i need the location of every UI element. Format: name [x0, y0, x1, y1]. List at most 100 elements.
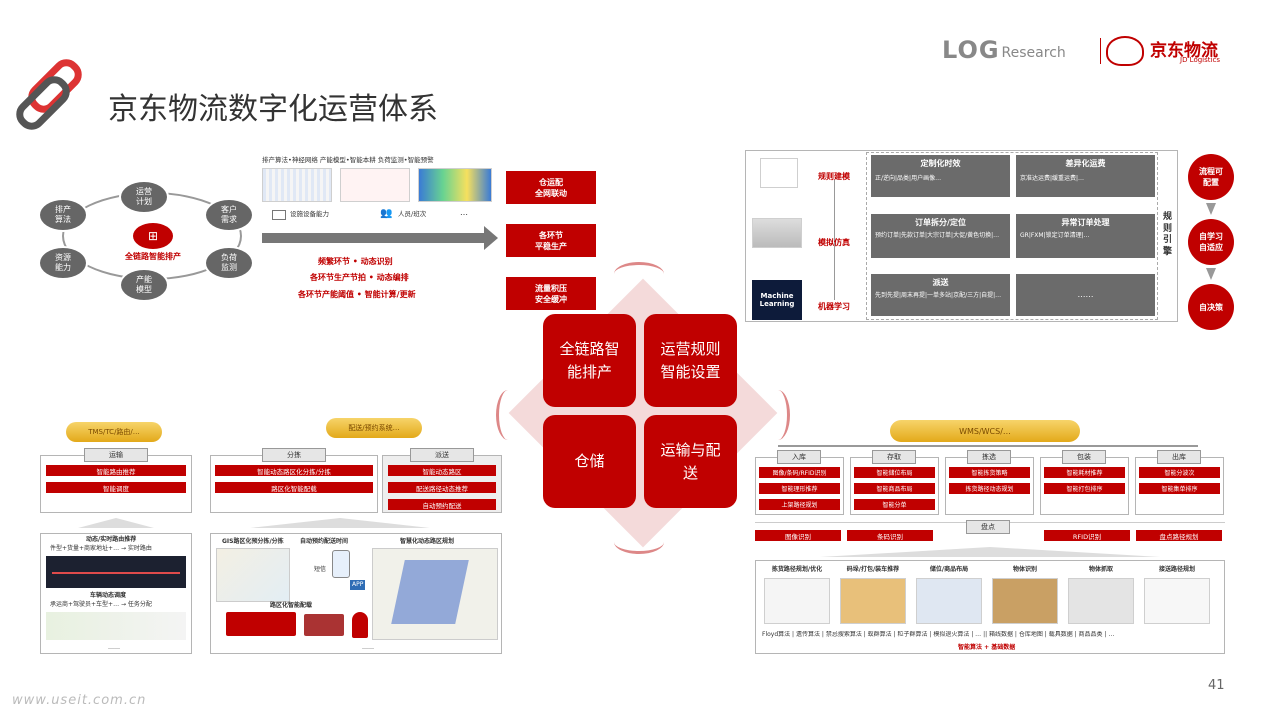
people-icon: 👥: [380, 208, 393, 219]
network-icon: ⊞: [133, 222, 173, 249]
map2-title: 车辆动态调度: [90, 592, 127, 599]
wh-col-item: 智能打包排序: [1044, 483, 1125, 494]
node-algorithm: 排产 算法: [38, 198, 88, 232]
quad-rules: 运营规则 智能设置: [644, 314, 737, 407]
algo-image: [1068, 578, 1134, 624]
logo-log-text: LOG: [942, 36, 1000, 64]
card-2-sub: 京准达运费|缓重运费|…: [1020, 175, 1085, 183]
card-4-sub: GR|FXM|锁定订单清理|…: [1020, 232, 1090, 240]
card-1-title: 定制化时效: [920, 159, 961, 168]
rule-icon: [760, 158, 798, 188]
card-1: 定制化时效 正/逆向|品类|用户画像…: [871, 155, 1010, 197]
tri-2: [250, 518, 430, 528]
wh-col-title: 存取: [872, 450, 916, 464]
wh-col-item: 图像/条码/RFID识别: [759, 467, 840, 478]
wh-col-item: 智能拣货策略: [949, 467, 1030, 478]
route-line: [52, 572, 180, 574]
wh-col-item: 上架路径规划: [759, 499, 840, 510]
sort-item-2: 路区化智能配载: [215, 482, 373, 493]
line-3: 各环节产能阈值 • 智能计算/更新: [298, 290, 416, 299]
inv-item-3: RFID识别: [1044, 530, 1130, 541]
card-6-title: ……: [1077, 289, 1094, 299]
algo-title: 物体抓取: [1088, 566, 1113, 573]
card-4: 异常订单处理 GR|FXM|锁定订单清理|…: [1016, 214, 1155, 258]
page-title: 京东物流数字化运营体系: [108, 92, 438, 127]
algo-title: 拣货路径规划/优化: [771, 566, 823, 573]
line-2: 各环节生产节拍 • 动态编排: [310, 273, 409, 282]
card-2-title: 差异化运费: [1065, 159, 1106, 168]
node-plan: 运营 计划: [119, 180, 169, 214]
algo-title: 码垛/打包/装车推荐: [846, 566, 900, 573]
card-3: 订单拆分/定位 预约订单|先款订单|大宗订单|大促/黄色切换|…: [871, 214, 1010, 258]
sim-image: [752, 218, 802, 248]
wh-col-title: 拣选: [967, 450, 1011, 464]
algo-image: [1144, 578, 1210, 624]
arc-right: [766, 390, 790, 440]
algo-title: 物体识别: [1012, 566, 1037, 573]
arc-top: [614, 262, 664, 286]
delivery-title: 派送: [410, 448, 474, 462]
zone-polygon: [391, 560, 469, 624]
wh-col-item: 智能集单排序: [1139, 483, 1220, 494]
algo-title: 接送路径规划: [1158, 566, 1195, 573]
center-label: 全链路智能排产: [125, 251, 181, 261]
dispatch-map: [46, 612, 186, 640]
map2-sub: 承运商+驾驶员+车型+… → 任务分配: [50, 601, 152, 608]
zone-load-label: 路区化智能配载: [270, 602, 313, 609]
people-label: 人员/班次: [398, 210, 427, 218]
flow-arrow-2: [1206, 268, 1216, 280]
algo-bottom: Floyd算法 | 遗传算法 | 禁忌搜索算法 | 蚁群算法 | 粒子群算法 |…: [762, 631, 1115, 638]
card-5-sub: 先到先提|周末再提|一单多站|京配/三方|自提|…: [875, 292, 1002, 300]
auto-time-label: 自动预约配送时间: [300, 538, 349, 545]
wh-col-item: 拣货路径动态规划: [949, 483, 1030, 494]
more-label: …: [460, 208, 468, 217]
delivery-item-3: 自动预约配送: [388, 499, 496, 510]
arc-bottom: [614, 530, 664, 554]
delivery-item-1: 智能动态路区: [388, 465, 496, 476]
algo-image: [992, 578, 1058, 624]
inv-item-1: 图像识别: [755, 530, 841, 541]
arc-left: [496, 390, 520, 440]
inventory-title: 盘点: [966, 520, 1010, 534]
row-ml: 机器学习: [818, 302, 850, 311]
node-resource: 资源 能力: [38, 246, 88, 280]
card-4-title: 异常订单处理: [1061, 218, 1110, 227]
algo-title: 储位/商品布局: [929, 566, 969, 573]
output-1: 仓运配 全网联动: [506, 171, 596, 204]
tri-1: [78, 518, 154, 528]
wh-col-title: 出库: [1157, 450, 1201, 464]
node-capacity: 产能 模型: [119, 268, 169, 302]
transport-item-1: 智能路由推荐: [46, 465, 186, 476]
watermark: www.useit.com.cn: [12, 693, 147, 708]
sort-item-1: 智能动态路区化分拣/分拣: [215, 465, 373, 476]
center-node: ⊞ 全链路智能排产: [118, 215, 188, 269]
transport-item-2: 智能调度: [46, 482, 186, 493]
gis-map: [216, 548, 290, 602]
timeline-line: [834, 180, 835, 300]
equipment-icon: [272, 210, 286, 220]
line-1: 频繁环节 • 动态识别: [318, 257, 393, 266]
row-rule-modeling: 规则建模: [818, 172, 850, 181]
card-5: 派送 先到先提|周末再提|一单多站|京配/三方|自提|…: [871, 274, 1010, 316]
courier-icon: [352, 612, 368, 638]
row-simulation: 模拟仿真: [818, 238, 850, 247]
flow-arrow-1: [1206, 203, 1216, 215]
engine-label: 规 则 引 擎: [1163, 212, 1173, 258]
pill-wms: WMS/WCS/…: [890, 420, 1080, 442]
big-arrow-head: [484, 226, 498, 250]
algo-footer: 智能算法 + 基础数据: [958, 644, 1016, 651]
truck-icon: [226, 612, 296, 636]
wh-col-item: 智能耗材推荐: [1044, 467, 1125, 478]
quad-scheduling: 全链路智 能排产: [543, 314, 636, 407]
phone-icon: [332, 550, 350, 578]
quad-transport: 运输与配 送: [644, 415, 737, 508]
ml-image: Machine Learning: [752, 280, 802, 320]
cart-icon: [304, 614, 344, 636]
flow-self-decision: 自决策: [1188, 284, 1234, 330]
output-3: 流量积压 安全缓冲: [506, 277, 596, 310]
cards-dashed: [866, 152, 1158, 320]
card-3-title: 订单拆分/定位: [915, 218, 966, 227]
output-2: 各环节 平稳生产: [506, 224, 596, 257]
wh-col-title: 包装: [1062, 450, 1106, 464]
logo-divider: [1100, 38, 1101, 64]
